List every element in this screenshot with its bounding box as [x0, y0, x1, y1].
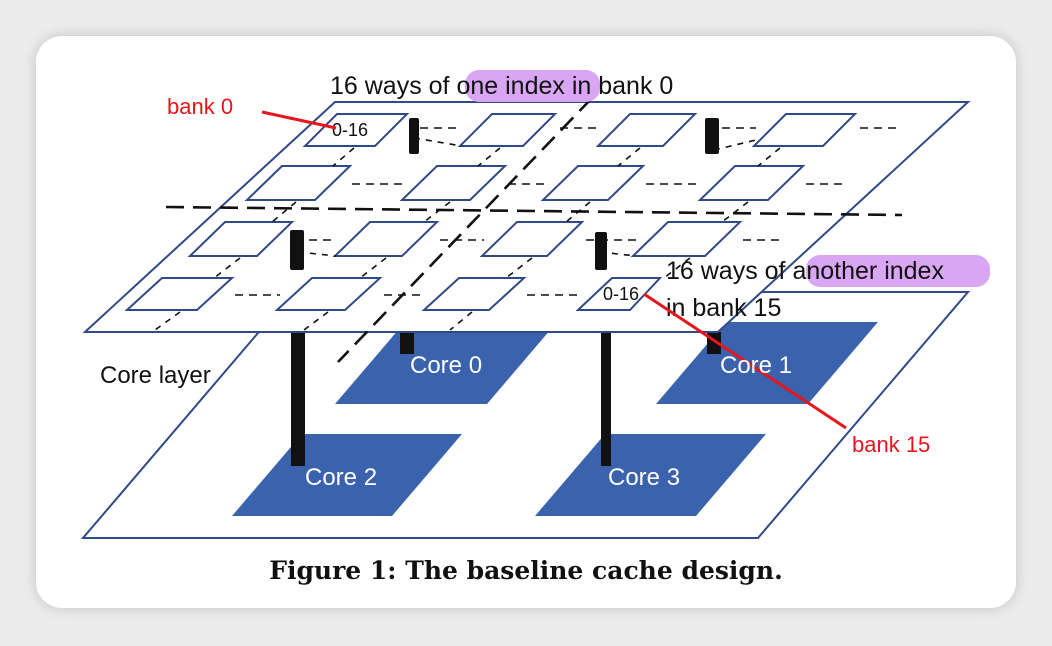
- top-highlight-pill: [465, 70, 600, 102]
- bank-tile: [124, 277, 235, 311]
- tsv-pillar: [409, 118, 419, 154]
- right-way-label: 16 ways of another index: [666, 257, 944, 285]
- tsv-pillar-core3: [601, 332, 611, 466]
- core-layer-label: Core layer: [100, 362, 211, 389]
- right-label-prefix: 16 ways of: [666, 257, 792, 285]
- core-0-label: Core 0: [410, 352, 482, 379]
- cache-layer-plane: [82, 101, 971, 333]
- bank-tile: [399, 165, 508, 201]
- bank-tile: [187, 221, 295, 257]
- top-way-label: 16 ways of one index in bank 0: [330, 72, 673, 100]
- core-0-block: [335, 322, 557, 404]
- bank-tile: [540, 165, 646, 201]
- core-2-label: Core 2: [305, 464, 377, 491]
- right-highlight-pill: [806, 255, 990, 287]
- top-label-highlight: one index: [456, 72, 565, 100]
- bank-tile: [630, 221, 743, 257]
- bank-tile: [274, 277, 383, 311]
- tsv-pillar: [705, 118, 719, 154]
- way-range-bottom: 0-16: [603, 284, 639, 304]
- bank-tile: [244, 165, 353, 201]
- top-label-prefix: 16 ways of: [330, 72, 456, 100]
- top-label-suffix: in bank 0: [565, 72, 673, 100]
- tsv-pillar: [595, 232, 607, 270]
- vertical-quadrant-divider: [337, 97, 593, 363]
- bank-tile: [302, 113, 410, 147]
- bank0-label: bank 0: [167, 94, 233, 119]
- core-3-label: Core 3: [608, 464, 680, 491]
- way-range-top: 0-16: [332, 120, 368, 140]
- bank-tile: [697, 165, 806, 201]
- bank15-label: bank 15: [852, 432, 930, 457]
- bank-tile: [575, 277, 663, 311]
- horizontal-quadrant-divider: [165, 205, 903, 217]
- right-label-highlight: another index: [792, 257, 944, 285]
- core-3-block: [535, 434, 766, 516]
- bank-tile: [457, 113, 558, 147]
- core-1-label: Core 1: [720, 352, 792, 379]
- bank15-pointer: [643, 292, 847, 430]
- bank-tile: [421, 277, 527, 311]
- figure-caption: Figure 1: The baseline cache design.: [269, 556, 783, 585]
- bank-tile: [479, 221, 585, 257]
- bank-tile: [595, 113, 698, 147]
- bank-tile: [332, 221, 440, 257]
- tsv-stub-core0: [400, 332, 414, 354]
- tsv-pillar-core2: [291, 332, 305, 466]
- bank0-pointer: [261, 110, 337, 130]
- core-2-block: [232, 434, 462, 516]
- tsv-pillar: [290, 230, 304, 270]
- right-label-line2: in bank 15: [666, 294, 781, 322]
- bank-tile: [751, 113, 858, 147]
